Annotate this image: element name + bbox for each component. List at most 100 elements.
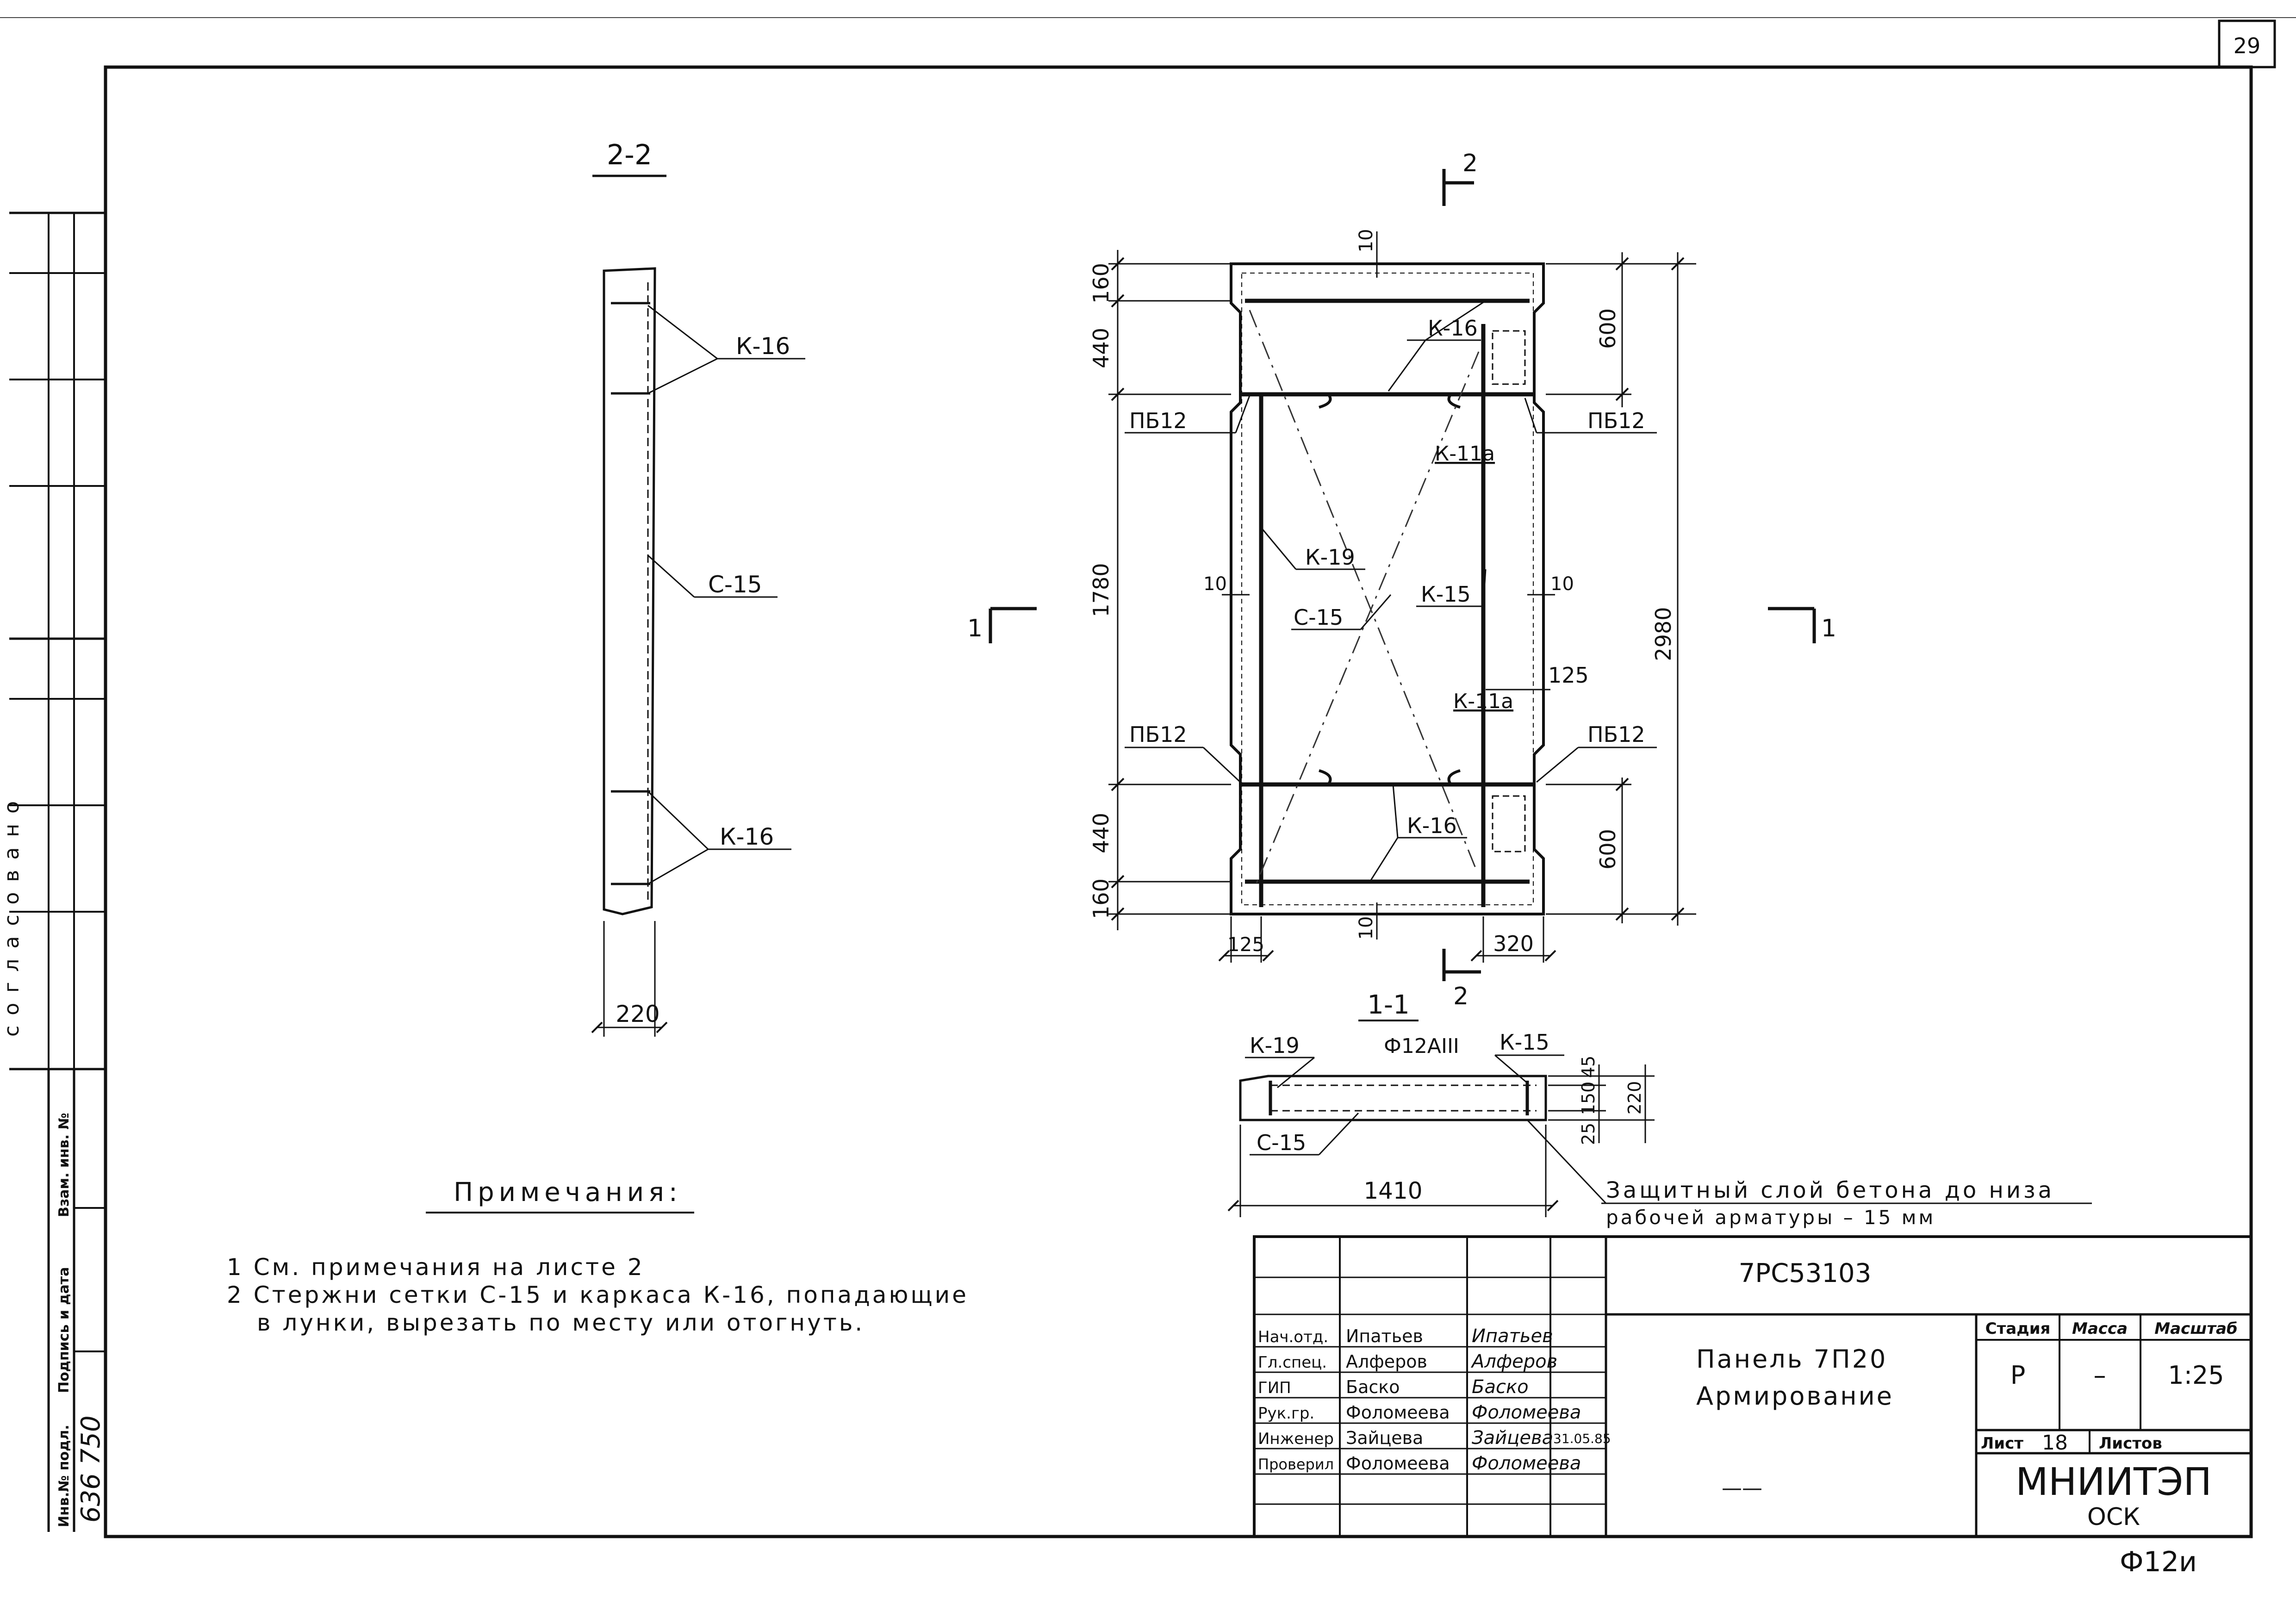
label-pb12-tl: ПБ12: [1129, 408, 1187, 433]
section-1-1-label-rebar: Ф12АIII: [1384, 1034, 1459, 1058]
dim-gap-10-bottom: 10: [1356, 916, 1377, 940]
section-1-1-label-k19: К-19: [1250, 1033, 1300, 1058]
sheet-frame: 29: [0, 17, 2296, 1538]
dim-gap-10-top: 10: [1356, 229, 1377, 253]
org-dept: ОСК: [2087, 1503, 2140, 1531]
note-item-1: 1 См. примечания на листе 2: [227, 1254, 645, 1281]
agreed-label: согласовано: [0, 791, 24, 1037]
doc-code: 7РС53103: [1739, 1258, 1872, 1288]
dim-top-160: 160: [1089, 263, 1114, 304]
staff-name-0: Ипатьев: [1346, 1326, 1423, 1346]
inv-label: Инв.№ подл.: [56, 1425, 72, 1527]
section-2-2-label-k16-bottom: К-16: [720, 823, 774, 850]
cut-2-bottom: 2: [1453, 983, 1468, 1010]
section-2-2: 2-2 К-16 С-15 К-16 220: [591, 139, 805, 1037]
cut-2-top: 2: [1462, 149, 1478, 177]
section-2-2-panel: [603, 267, 656, 915]
staff-role-5: Проверил: [1258, 1456, 1334, 1473]
section-1-1-title: 1-1: [1367, 990, 1409, 1020]
label-k15: К-15: [1421, 582, 1471, 607]
section-2-2-title: 2-2: [607, 139, 652, 171]
staff-signature-0: Ипатьев: [1472, 1325, 1553, 1347]
org-name: МНИИТЭП: [2016, 1460, 2212, 1504]
staff-role-3: Рук.гр.: [1258, 1404, 1314, 1423]
label-pb12-br: ПБ12: [1587, 722, 1645, 747]
dim-top-440: 440: [1089, 328, 1114, 368]
dim-right-600-bot: 600: [1595, 829, 1620, 870]
cut-1-left: 1: [967, 615, 983, 642]
label-k16-top: К-16: [1428, 316, 1478, 341]
section-2-2-label-k16-top: К-16: [736, 333, 790, 360]
stage-header: Стадия: [1985, 1319, 2051, 1338]
protective-layer-note-line2: рабочей арматуры – 15 мм: [1606, 1206, 1935, 1229]
sheets-label: Листов: [2099, 1434, 2162, 1453]
section-2-2-label-c15: С-15: [708, 571, 762, 598]
dim-320: 320: [1493, 931, 1534, 956]
staff-signature-1: Алферов: [1470, 1351, 1557, 1372]
staff-name-3: Фоломеева: [1346, 1402, 1450, 1423]
cut-1-right: 1: [1821, 615, 1836, 642]
staff-role-2: ГИП: [1258, 1379, 1291, 1397]
label-pb12-bl: ПБ12: [1129, 722, 1187, 747]
staff-role-0: Нач.отд.: [1258, 1328, 1328, 1346]
page-number: 29: [2234, 33, 2261, 58]
section-1-1: 1-1 К-19 Ф12АIII К-15 С-15 45 150 25 220: [1227, 990, 2092, 1229]
footer-code: Ф12и: [2120, 1546, 2197, 1578]
side-stamp: согласовано Инв.№ подл. Подпись и дата В…: [0, 212, 106, 1532]
staff-role-1: Гл.спец.: [1258, 1353, 1327, 1372]
section-1-1-dim-25: 25: [1578, 1123, 1599, 1145]
staff-name-2: Баско: [1346, 1377, 1400, 1397]
section-1-1-dim-45: 45: [1578, 1056, 1599, 1078]
sheet-label: Лист: [1981, 1434, 2023, 1453]
title-line-2: Армирование: [1696, 1381, 1894, 1411]
section-1-1-label-k15: К-15: [1500, 1030, 1549, 1055]
label-k16-bottom: К-16: [1407, 813, 1457, 838]
section-1-1-panel: [1239, 1075, 1547, 1121]
section-2-2-dim-width: 220: [616, 1001, 660, 1027]
stage-value: Р: [2010, 1361, 2026, 1390]
sheet-number: 18: [2042, 1431, 2068, 1455]
scale-value: 1:25: [2168, 1361, 2224, 1390]
dim-gap-10-left: 10: [1203, 573, 1227, 595]
label-k11a-bottom: К-11а: [1453, 690, 1513, 713]
staff-role-4: Инженер: [1258, 1430, 1334, 1448]
title-line-1: Панель 7П20: [1696, 1344, 1887, 1374]
label-c15: С-15: [1294, 605, 1343, 630]
dim-125-right: 125: [1548, 663, 1589, 688]
staff-signature-5: Фоломеева: [1472, 1453, 1581, 1474]
dim-gap-10-right: 10: [1550, 573, 1574, 595]
dim-mid-1780: 1780: [1089, 563, 1114, 617]
title-block: 7РС53103 Панель 7П20 Армирование —— Стад…: [1253, 1235, 2252, 1538]
plan-view: 2 2 1 1 К-16 ПБ12: [967, 149, 1836, 1010]
staff-signature-4: Зайцева: [1472, 1427, 1553, 1449]
dim-right-600-top: 600: [1595, 308, 1620, 349]
staff-signature-3: Фоломеева: [1472, 1402, 1581, 1423]
section-1-1-dim-150: 150: [1578, 1082, 1599, 1115]
section-1-1-dim-width: 1410: [1363, 1177, 1422, 1204]
staff-name-5: Фоломеева: [1346, 1453, 1450, 1474]
note-item-3: в лунки, вырезать по месту или отогнуть.: [257, 1309, 865, 1336]
dim-bot-440: 440: [1089, 813, 1114, 853]
notes-title: Примечания:: [454, 1177, 682, 1207]
protective-layer-note-line1: Защитный слой бетона до низа: [1606, 1177, 2054, 1203]
sign-date-label: Подпись и дата: [56, 1267, 72, 1393]
replace-inv-label: Взам. инв. №: [56, 1113, 72, 1217]
section-1-1-label-c15: С-15: [1257, 1130, 1306, 1155]
scale-header: Масштаб: [2154, 1319, 2237, 1338]
label-k11a-top: К-11а: [1435, 442, 1495, 466]
dim-bot-160: 160: [1089, 878, 1114, 919]
notes: Примечания: 1 См. примечания на листе 2 …: [227, 1177, 966, 1336]
section-1-1-dim-220: 220: [1624, 1081, 1645, 1115]
mass-header: Масса: [2072, 1319, 2128, 1338]
staff-name-1: Алферов: [1346, 1351, 1427, 1372]
staff-signature-2: Баско: [1472, 1376, 1529, 1398]
sign-date: 31.05.85: [1553, 1431, 1611, 1446]
title-dash: ——: [1722, 1476, 1762, 1500]
label-pb12-tr: ПБ12: [1587, 408, 1645, 433]
label-k19: К-19: [1305, 545, 1355, 570]
dim-125-bottom: 125: [1227, 933, 1264, 956]
panel-outline: [1230, 262, 1545, 915]
staff-name-4: Зайцева: [1346, 1428, 1423, 1448]
inv-number: 636 750: [76, 1415, 106, 1523]
